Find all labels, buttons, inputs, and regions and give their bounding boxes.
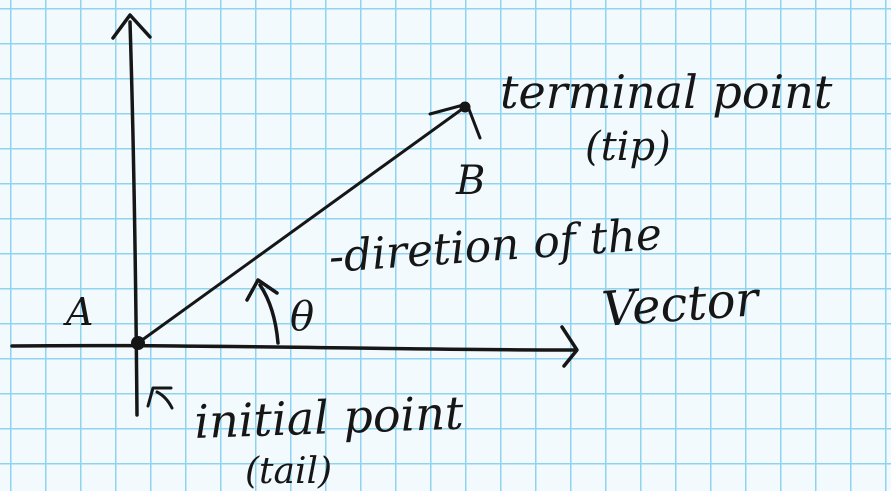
point-b-label: B <box>455 158 485 204</box>
initial-point-label: initial point <box>193 386 464 449</box>
theta-symbol: θ <box>290 294 314 340</box>
terminal-point-label: terminal point <box>500 65 833 119</box>
initial-pointer-arrowhead <box>146 386 173 408</box>
initial-point-dot <box>131 336 145 350</box>
terminal-point-sublabel: (tip) <box>585 124 671 170</box>
y-axis <box>128 20 139 417</box>
y-axis-arrowhead <box>111 13 152 40</box>
direction-label-line1: -diretion of the <box>327 209 663 283</box>
terminal-point-dot <box>459 101 471 113</box>
angle-arc <box>258 283 280 345</box>
x-axis <box>10 343 577 352</box>
direction-label-line2: Vector <box>600 271 763 338</box>
vector-line <box>136 105 467 345</box>
vector-arrowhead <box>428 102 482 140</box>
angle-arc-arrowhead <box>245 278 279 302</box>
x-axis-arrowhead <box>560 325 579 368</box>
initial-pointer-arrow <box>155 390 174 410</box>
initial-point-sublabel: (tail) <box>245 451 332 491</box>
point-a-label: A <box>63 290 93 334</box>
